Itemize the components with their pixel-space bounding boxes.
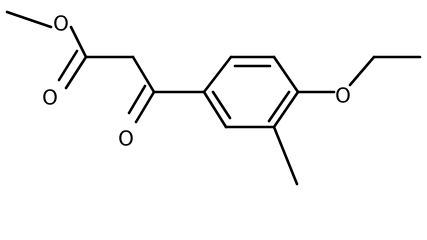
bond-ring-6 xyxy=(202,90,228,129)
bond-ring-methyl xyxy=(272,125,299,186)
bond-ketone-co-double-a xyxy=(134,90,156,124)
bond-ketone-co-double-b xyxy=(127,84,147,115)
atom-o-ester-carbonyl: O xyxy=(42,86,58,110)
bond-o-carbonyl-c xyxy=(69,25,88,59)
molecule-structure-diagram: O O O O xyxy=(5,10,422,186)
atom-o-ester-single: O xyxy=(53,12,69,36)
bond-ring-4-inner xyxy=(267,90,291,123)
bond-ester-co-double-a xyxy=(64,55,88,90)
bond-ring-3 xyxy=(272,55,300,94)
atom-o-ether: O xyxy=(335,84,351,108)
atom-o-ketone: O xyxy=(118,127,134,151)
bond-ring-1 xyxy=(202,55,233,94)
bond-o-ethyl-ch2 xyxy=(348,55,376,87)
bond-methyl-o xyxy=(5,10,53,29)
bond-ring-6-inner xyxy=(211,90,232,120)
bond-ester-co-double-b xyxy=(57,49,79,82)
bond-ch2-ketone-c xyxy=(131,55,156,94)
bond-ring-4 xyxy=(272,90,300,129)
